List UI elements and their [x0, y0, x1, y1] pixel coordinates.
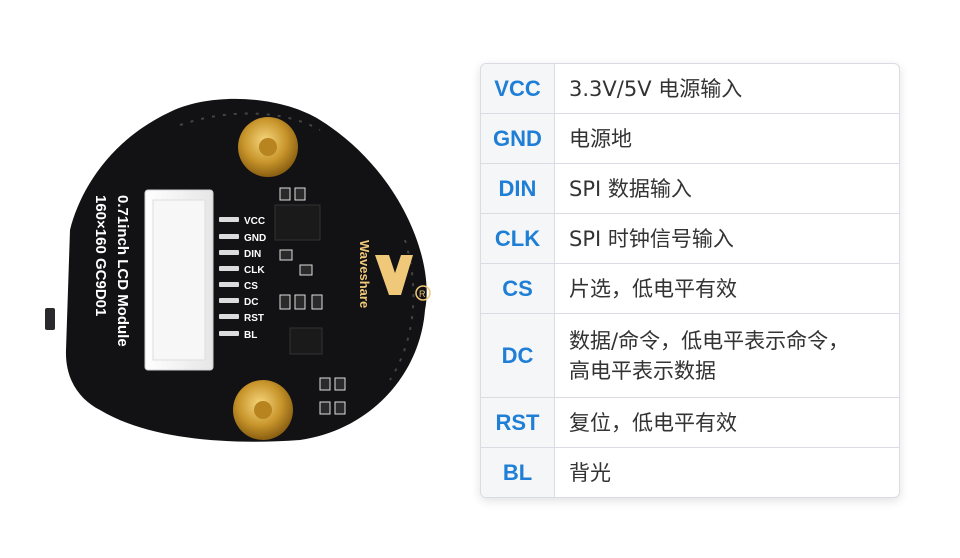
pin-description: 数据/命令，低电平表示命令， 高电平表示数据 [569, 328, 850, 383]
table-row: CS 片选，低电平有效 [481, 263, 899, 313]
table-row: DIN SPI 数据输入 [481, 163, 899, 213]
table-row: RST 复位，低电平有效 [481, 397, 899, 447]
brand-name: Waveshare [357, 240, 372, 308]
pin-description: 片选，低电平有效 [569, 276, 737, 301]
pin-description: 3.3V/5V 电源输入 [569, 76, 743, 101]
pin-description: 电源地 [569, 126, 632, 151]
pin-description: SPI 时钟信号输入 [569, 226, 734, 251]
pin-description: SPI 数据输入 [569, 176, 692, 201]
pin-name: DIN [481, 164, 555, 213]
pin-description-table: VCC 3.3V/5V 电源输入 GND 电源地 DIN SPI 数据输入 CL… [480, 63, 900, 498]
board-pin-label-din: DIN [244, 249, 261, 260]
table-row: VCC 3.3V/5V 电源输入 [481, 64, 899, 113]
pin-name: VCC [481, 64, 555, 113]
board-pin-label-rst: RST [244, 313, 264, 324]
board-pin-label-bl: BL [244, 330, 257, 341]
pin-name: DC [481, 314, 555, 397]
board-pin-label-vcc: VCC [244, 216, 265, 227]
registered-mark: R [419, 289, 426, 299]
board-silk-title: 0.71inch LCD Module [114, 195, 131, 347]
lcd-module-board: VCC GND DIN CLK CS DC RST BL [30, 90, 450, 470]
waveshare-logo-icon: R [375, 255, 431, 301]
smd-components [274, 187, 346, 415]
board-pin-label-gnd: GND [244, 233, 266, 244]
pin-description: 背光 [569, 460, 611, 485]
pin-name: RST [481, 398, 555, 447]
pin-name: BL [481, 448, 555, 497]
pin-name: CLK [481, 214, 555, 263]
pcb-edge [45, 308, 55, 330]
table-row: BL 背光 [481, 447, 899, 497]
board-silk-subtitle: 160×160 GC9D01 [92, 195, 109, 316]
pin-name: CS [481, 264, 555, 313]
board-pin-label-dc: DC [244, 297, 258, 308]
board-illustration: VCC GND DIN CLK CS DC RST BL [45, 98, 431, 442]
table-row: DC 数据/命令，低电平表示命令， 高电平表示数据 [481, 313, 899, 397]
board-pin-label-clk: CLK [244, 265, 265, 276]
table-row: GND 电源地 [481, 113, 899, 163]
pin-name: GND [481, 114, 555, 163]
pin-description: 复位，低电平有效 [569, 410, 737, 435]
table-row: CLK SPI 时钟信号输入 [481, 213, 899, 263]
board-pin-label-cs: CS [244, 281, 258, 292]
